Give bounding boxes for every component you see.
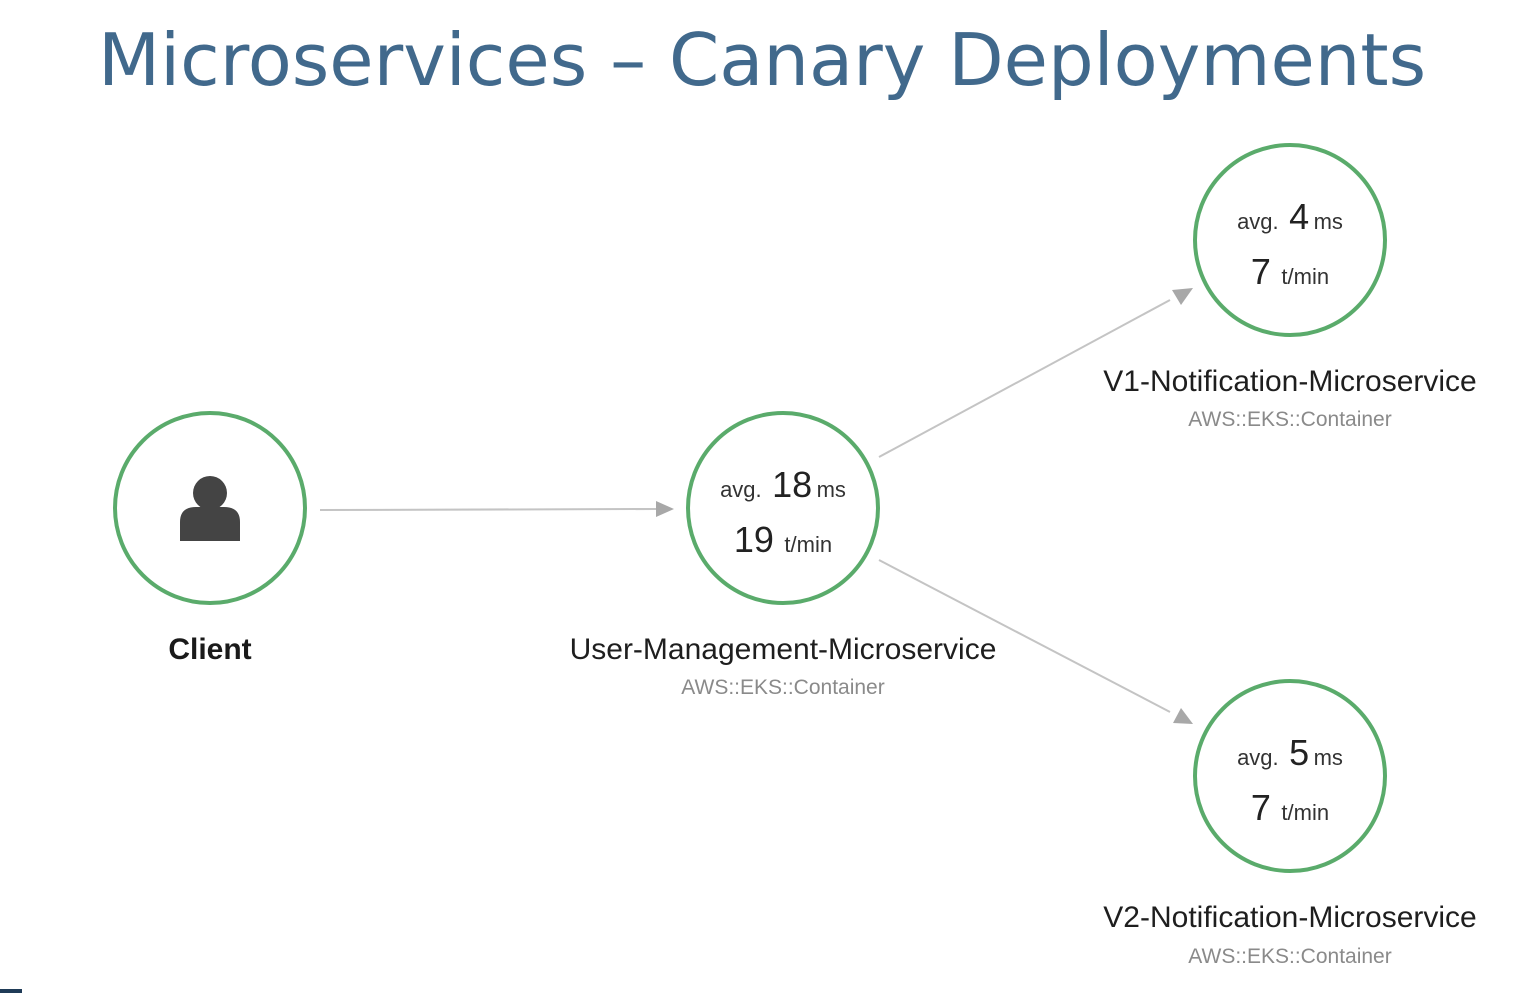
rate-unit: t/min — [784, 532, 832, 557]
client-node[interactable]: Client — [113, 411, 307, 666]
user-management-node-name: User-Management-Microservice — [570, 633, 997, 666]
v2-notification-node-type: AWS::EKS::Container — [1188, 945, 1391, 968]
user-management-throughput: 19 t/min — [734, 519, 832, 560]
rate-value: 19 — [734, 519, 774, 560]
rate-unit: t/min — [1281, 800, 1329, 825]
slide-corner-mark — [0, 989, 22, 993]
user-management-node-ring — [686, 411, 880, 605]
rate-value: 7 — [1251, 787, 1271, 828]
avg-prefix: avg. — [1237, 209, 1279, 234]
edge-user-management-to-v1 — [878, 299, 1171, 458]
v1-notification-node-type: AWS::EKS::Container — [1188, 408, 1391, 431]
v2-notification-node[interactable]: avg. 5 ms 7 t/min V2-Notification-Micros… — [1103, 679, 1477, 968]
edge-client-to-user-management — [319, 508, 657, 511]
avg-unit: ms — [1314, 209, 1343, 234]
v1-avg-latency: avg. 4 ms — [1237, 196, 1343, 237]
edge-user-management-to-v2 — [878, 559, 1171, 713]
avg-unit: ms — [817, 477, 846, 502]
user-management-avg-latency: avg. 18 ms — [720, 464, 846, 505]
v1-throughput: 7 t/min — [1251, 251, 1329, 292]
avg-value: 18 — [772, 464, 812, 505]
rate-value: 7 — [1251, 251, 1271, 292]
v1-notification-node-name: V1-Notification-Microservice — [1103, 365, 1476, 398]
avg-prefix: avg. — [1237, 745, 1279, 770]
arrowhead-v1 — [1172, 288, 1193, 305]
user-management-node[interactable]: avg. 18 ms 19 t/min User-Management-Micr… — [570, 411, 997, 699]
avg-prefix: avg. — [720, 477, 762, 502]
avg-value: 5 — [1289, 732, 1309, 773]
v2-throughput: 7 t/min — [1251, 787, 1329, 828]
v1-notification-node-ring — [1193, 143, 1387, 337]
v2-notification-node-ring — [1193, 679, 1387, 873]
user-management-node-type: AWS::EKS::Container — [681, 676, 884, 699]
arrowhead-v2 — [1173, 708, 1193, 724]
person-icon — [180, 476, 240, 541]
avg-unit: ms — [1314, 745, 1343, 770]
arrowhead-user-management — [656, 501, 674, 517]
v1-notification-node[interactable]: avg. 4 ms 7 t/min V1-Notification-Micros… — [1103, 143, 1477, 431]
avg-value: 4 — [1289, 196, 1309, 237]
slide-title: Microservices – Canary Deployments — [98, 18, 1427, 102]
v2-avg-latency: avg. 5 ms — [1237, 732, 1343, 773]
client-node-name: Client — [168, 633, 251, 666]
edges — [319, 288, 1193, 724]
rate-unit: t/min — [1281, 264, 1329, 289]
v2-notification-node-name: V2-Notification-Microservice — [1103, 901, 1476, 934]
